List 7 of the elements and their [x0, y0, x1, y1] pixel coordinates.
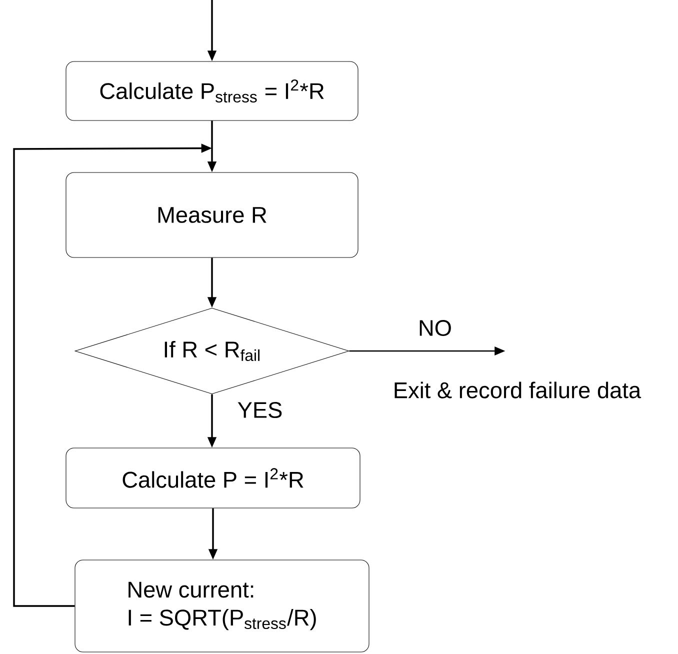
process-box: Calculate P = I$^{2}$*R: [66, 448, 360, 508]
note-text: Exit & record failure data: [394, 382, 642, 398]
process-box: Measure R: [66, 172, 358, 258]
edge-label: YES: [238, 402, 282, 418]
process-box: Calculate P$_{stress}$ = I$^{2}$*R: [66, 61, 358, 121]
edge-label: NO: [420, 320, 451, 336]
process-box: New current: I = SQRT(P$_{stress}$/R): [74, 560, 370, 652]
